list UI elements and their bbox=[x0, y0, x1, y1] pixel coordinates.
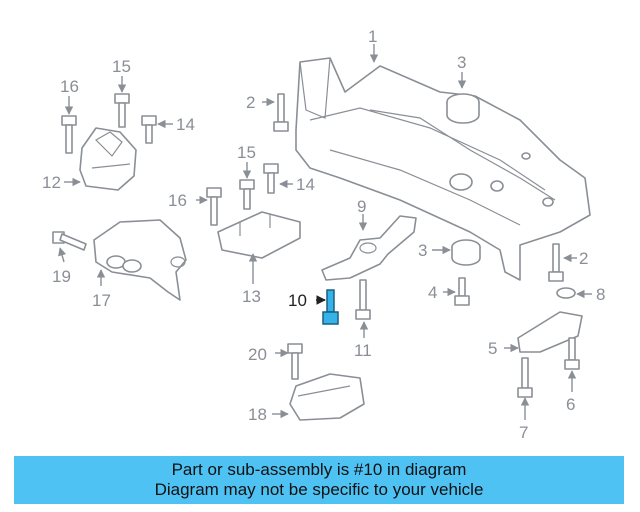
callout-3a: 3 bbox=[457, 53, 466, 72]
mount-bracket bbox=[217, 211, 301, 259]
callout-2a: 2 bbox=[246, 93, 255, 112]
callout-19: 19 bbox=[52, 267, 71, 286]
subframe-crossmember bbox=[295, 57, 591, 281]
mount-block bbox=[289, 373, 365, 421]
callout-15a: 15 bbox=[112, 57, 131, 76]
callout-16b: 16 bbox=[168, 191, 187, 210]
bolt-19 bbox=[52, 231, 87, 251]
bolt-14-left bbox=[141, 115, 157, 144]
bolt-7 bbox=[517, 357, 533, 398]
bolt-2-right bbox=[548, 243, 564, 282]
torque-rod bbox=[321, 215, 417, 281]
callout-12: 12 bbox=[42, 173, 61, 192]
bolt-4 bbox=[454, 277, 470, 306]
callout-labels: 1 2 2 3 3 4 5 6 7 8 9 10 11 12 13 14 14 … bbox=[42, 27, 605, 442]
info-banner: Part or sub-assembly is #10 in diagram D… bbox=[14, 456, 624, 504]
engine-mount bbox=[79, 127, 137, 191]
bolt-6 bbox=[564, 337, 580, 370]
bushing-upper bbox=[446, 93, 480, 124]
callout-14a: 14 bbox=[176, 115, 195, 134]
callout-8: 8 bbox=[596, 285, 605, 304]
bolt-16-right bbox=[206, 187, 222, 226]
callout-1: 1 bbox=[368, 27, 377, 46]
callout-14b: 14 bbox=[296, 175, 315, 194]
bolt-11 bbox=[355, 279, 371, 320]
callout-13: 13 bbox=[242, 287, 261, 306]
callout-16a: 16 bbox=[60, 77, 79, 96]
callout-15b: 15 bbox=[237, 143, 256, 162]
transmission-mount bbox=[93, 219, 187, 301]
callout-4: 4 bbox=[428, 283, 437, 302]
callout-18: 18 bbox=[248, 405, 267, 424]
callout-3b: 3 bbox=[418, 241, 427, 260]
bolt-10-highlighted[interactable] bbox=[316, 289, 339, 325]
bolt-20 bbox=[287, 343, 303, 380]
banner-disclaimer-line: Diagram may not be specific to your vehi… bbox=[154, 480, 484, 499]
callout-9: 9 bbox=[357, 197, 366, 216]
callout-11: 11 bbox=[354, 341, 372, 360]
callout-5: 5 bbox=[488, 339, 497, 358]
bolt-14-right bbox=[263, 163, 279, 194]
callout-20: 20 bbox=[248, 345, 267, 364]
banner-part-line: Part or sub-assembly is #10 in diagram bbox=[171, 460, 467, 479]
lower-bracket bbox=[517, 311, 583, 353]
callout-6: 6 bbox=[566, 395, 575, 414]
callout-2b: 2 bbox=[579, 249, 588, 268]
washer-8 bbox=[556, 287, 576, 299]
bolt-2-left bbox=[273, 93, 289, 132]
leader-lines bbox=[58, 44, 592, 420]
bushing-lower bbox=[451, 239, 481, 266]
bolt-16-left bbox=[61, 115, 77, 154]
bolt-15-right bbox=[239, 179, 255, 210]
callout-10: 10 bbox=[288, 291, 307, 310]
callout-17: 17 bbox=[92, 291, 111, 310]
callout-7: 7 bbox=[519, 423, 528, 442]
bolt-15-left bbox=[114, 93, 130, 128]
